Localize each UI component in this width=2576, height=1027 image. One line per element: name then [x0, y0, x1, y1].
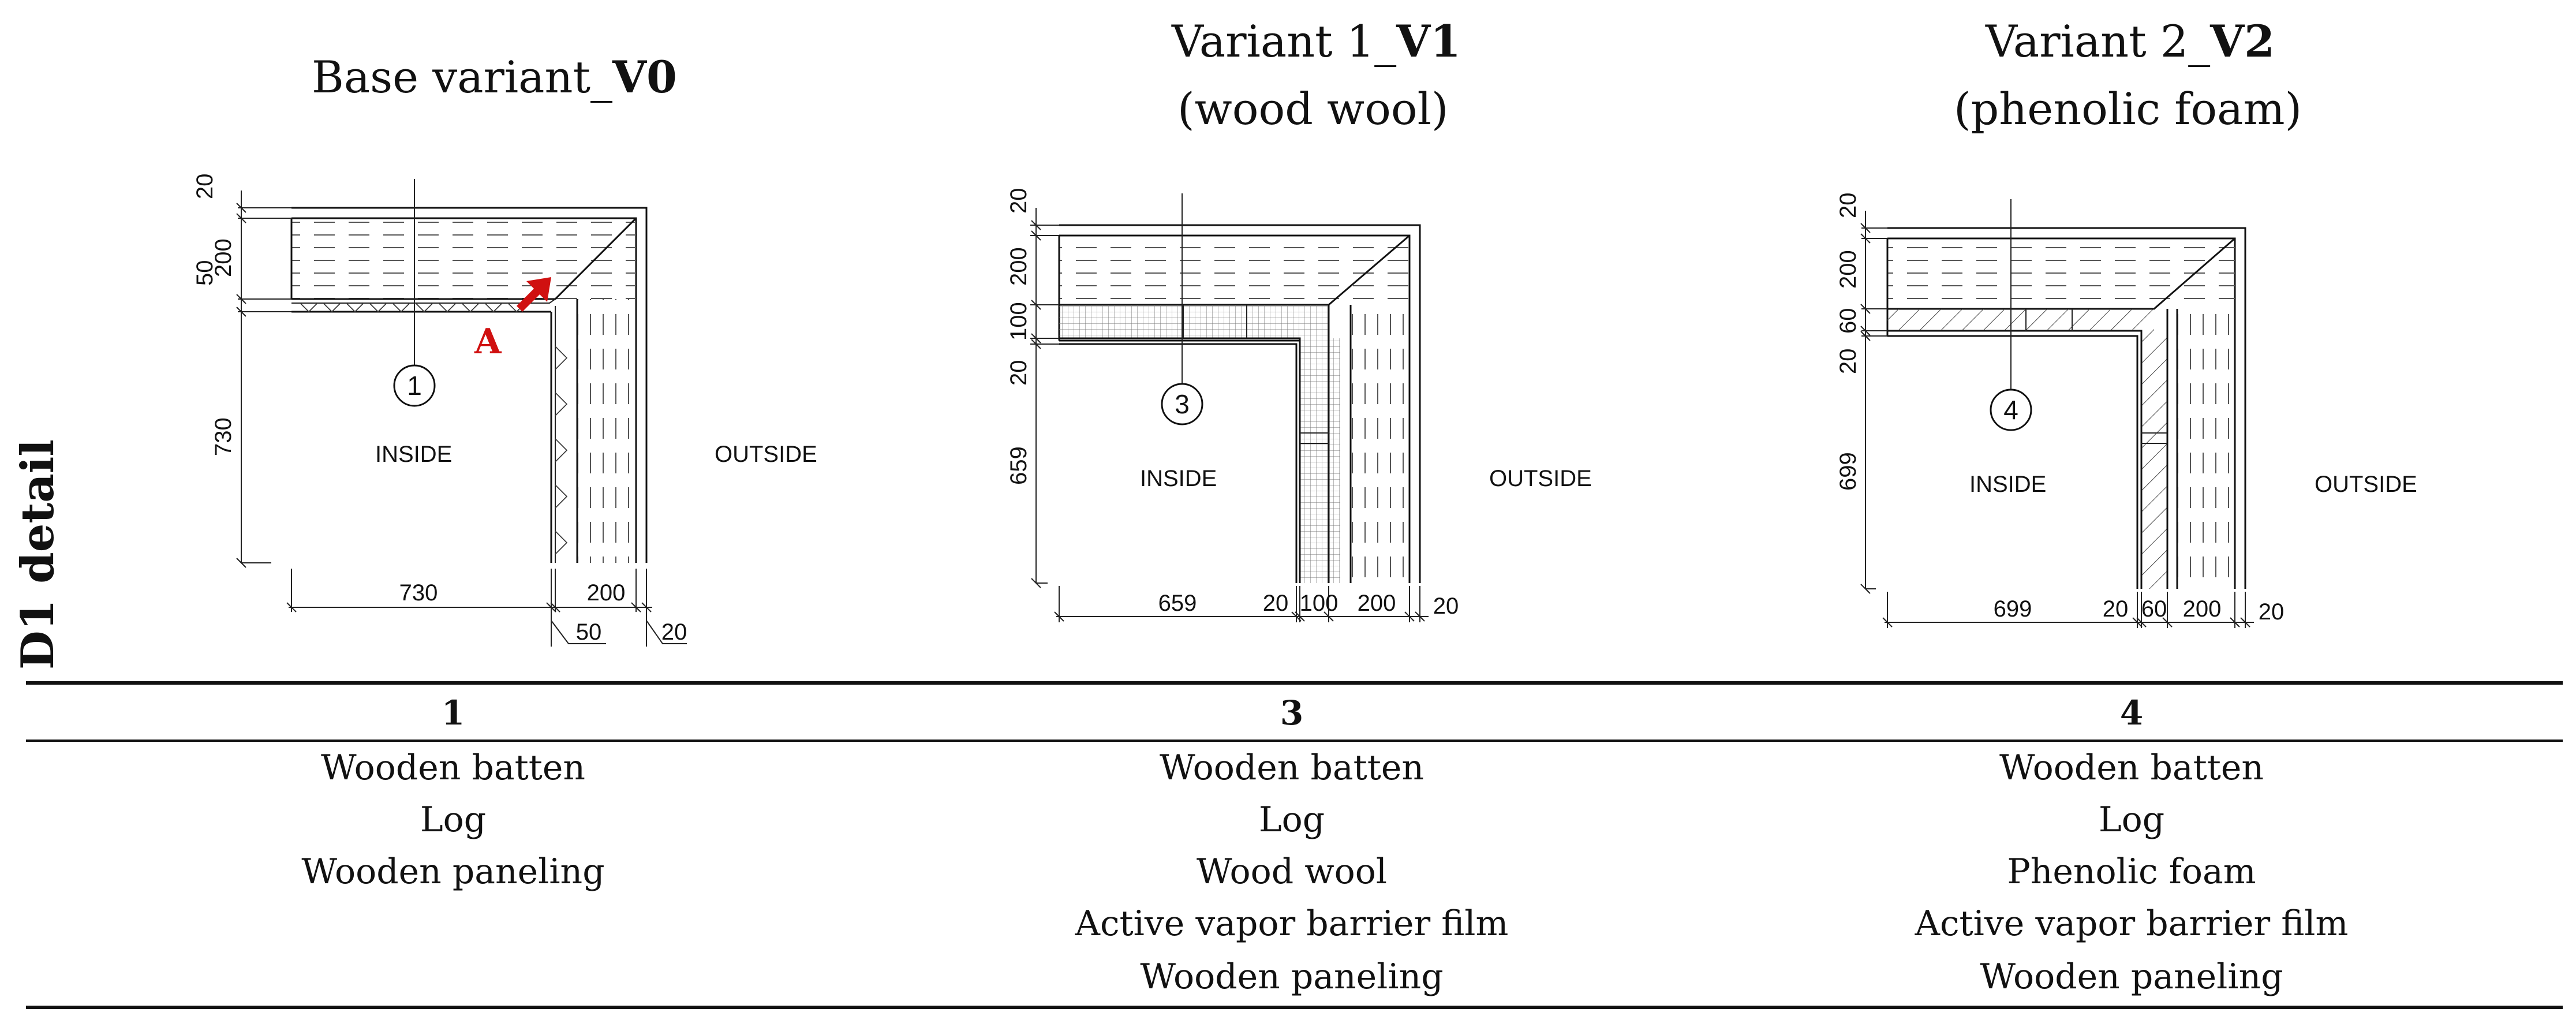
v2-layer-4: Active vapor barrier film	[1915, 903, 2349, 944]
v2-dim-h20a: 20	[2103, 596, 2129, 622]
v0-dim-layer1: 200	[211, 238, 236, 277]
variant-2-outside-label: OUTSIDE	[2315, 472, 2417, 497]
variant-1-outside-label: OUTSIDE	[1489, 466, 1592, 491]
variant-1-inside-label: INSIDE	[1140, 466, 1217, 491]
v2-dim-inner-v: 699	[1835, 452, 1861, 491]
variant-1-drawing: 3 INSIDE OUTSIDE 20 200 100 20 659 659 2…	[1006, 188, 1592, 622]
v0-layer-3: Wooden paneling	[301, 852, 604, 892]
v1-dim-h20a: 20	[1263, 591, 1289, 616]
v1-dim-top: 20	[1006, 188, 1031, 214]
v1-dim-h200: 200	[1358, 591, 1396, 616]
v0-dim-inner-v: 730	[211, 417, 236, 456]
v1-dim-inner-v: 659	[1006, 446, 1031, 485]
v0-dim-50: 50	[576, 619, 602, 645]
v2-dim-h20b: 20	[2259, 599, 2285, 625]
v2-dim-inner-h: 699	[1994, 596, 2032, 622]
v2-layer-1: Wooden batten	[1999, 748, 2264, 788]
v2-dim-h200: 200	[2183, 596, 2222, 622]
v1-dim-h100: 100	[1300, 591, 1339, 616]
v2-dim-top: 20	[1835, 193, 1861, 219]
variant-0-drawing: 1 A INSIDE OUTSIDE 20 200 50 730 730 200…	[192, 174, 817, 647]
v0-layer-2: Log	[420, 800, 486, 840]
variant-2-inside-label: INSIDE	[1969, 472, 2046, 497]
v1-dim-layer1: 200	[1006, 247, 1031, 286]
v1-layer-4: Active vapor barrier film	[1075, 903, 1509, 944]
v2-dim-layer1: 200	[1835, 250, 1861, 289]
v0-dim-layer2: 50	[192, 260, 218, 286]
variant-2-title: Variant 2_V2	[1985, 16, 2275, 67]
variant-0-inside-label: INSIDE	[375, 442, 452, 467]
variant-1-marker: 3	[1175, 389, 1190, 419]
v2-dim-layer3: 20	[1835, 349, 1861, 375]
table-head-4: 4	[2120, 693, 2143, 733]
v0-dim-top: 20	[192, 174, 218, 200]
table-head-3: 3	[1280, 693, 1303, 733]
v1-layer-1: Wooden batten	[1160, 748, 1424, 788]
layers-table: 1 3 4 Wooden batten Log Wooden paneling …	[26, 681, 2563, 1009]
variant-0-outside-label: OUTSIDE	[715, 442, 817, 467]
row-label: D1 detail	[12, 439, 64, 670]
variant-1-title: Variant 1_V1	[1171, 16, 1461, 67]
v0-dim-inner-h: 730	[399, 580, 438, 606]
v1-dim-inner-h: 659	[1158, 591, 1197, 616]
v1-dim-layer3: 20	[1006, 360, 1031, 386]
callout-label: A	[474, 322, 502, 362]
variant-2-marker: 4	[2003, 395, 2018, 425]
v1-dim-layer2: 100	[1006, 302, 1031, 341]
v0-layer-1: Wooden batten	[321, 748, 585, 788]
v0-dim-200: 200	[587, 580, 626, 606]
v1-layer-5: Wooden paneling	[1140, 957, 1443, 997]
v1-layer-2: Log	[1259, 800, 1325, 840]
v1-layer-3: Wood wool	[1197, 852, 1387, 892]
v0-dim-20: 20	[661, 619, 687, 645]
v2-dim-layer2: 60	[1835, 308, 1861, 334]
variant-0-title: Base variant_V0	[312, 51, 677, 103]
variant-2-drawing: 4 INSIDE OUTSIDE 20 200 60 20 699 699 20…	[1835, 193, 2417, 628]
v2-dim-h60: 60	[2141, 596, 2167, 622]
v1-dim-h20b: 20	[1433, 593, 1459, 619]
table-head-1: 1	[442, 693, 465, 733]
variant-1-subtitle: (wood wool)	[1177, 83, 1449, 135]
v2-layer-3: Phenolic foam	[2007, 852, 2256, 892]
variant-2-subtitle: (phenolic foam)	[1954, 83, 2302, 135]
v2-layer-2: Log	[2099, 800, 2164, 840]
variant-0-marker: 1	[407, 371, 422, 401]
callout-arrow	[517, 277, 551, 312]
v2-layer-5: Wooden paneling	[1980, 957, 2283, 997]
